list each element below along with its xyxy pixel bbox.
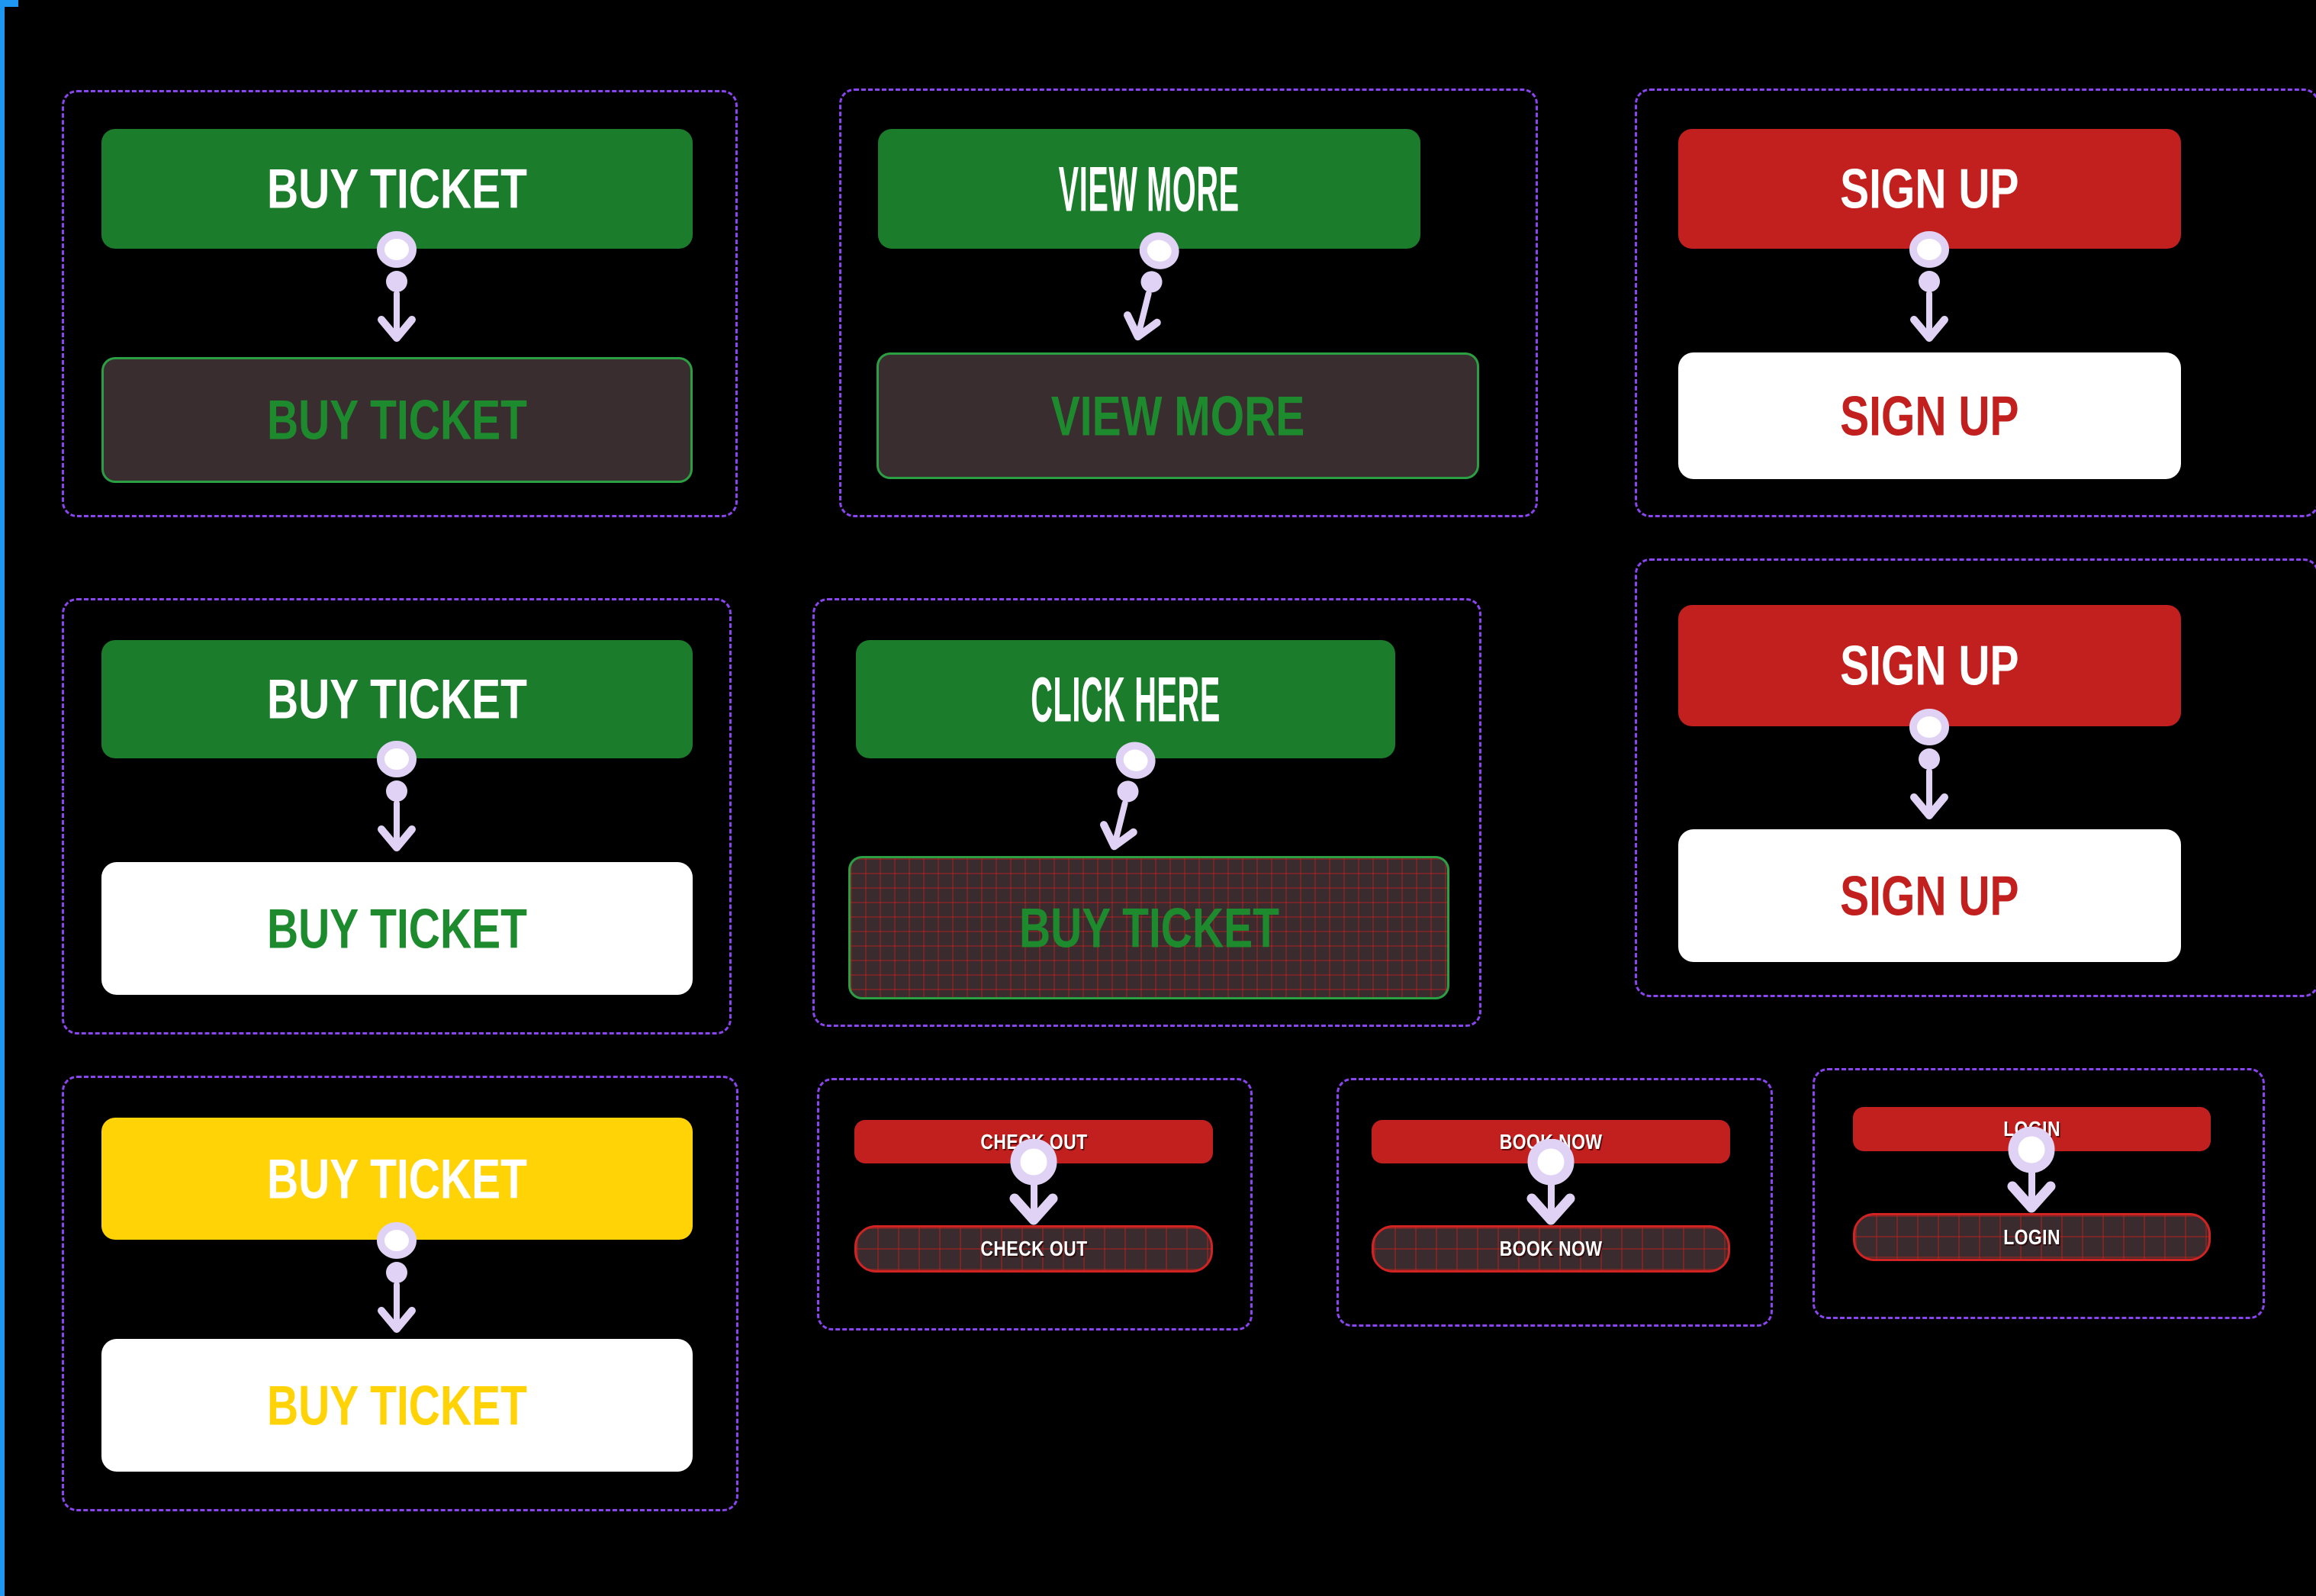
state-pair-click-here: CLICK HERE BUY TICKET [812,598,1481,1027]
login-button[interactable]: LOGIN [1853,1107,2211,1151]
button-label: SIGN UP [1840,385,2019,447]
button-label: BUY TICKET [267,897,527,960]
sign-up-button[interactable]: SIGN UP [1678,605,2181,726]
check-out-button[interactable]: CHECK OUT [854,1120,1213,1163]
buy-ticket-button[interactable]: BUY TICKET [101,640,693,758]
state-pair-buy-ticket-white: BUY TICKET BUY TICKET [62,598,732,1035]
state-pair-buy-ticket-dark: BUY TICKET BUY TICKET [62,90,738,517]
state-pair-book-now: BOOK NOW BOOK NOW [1337,1078,1773,1327]
click-here-button[interactable]: CLICK HERE [856,640,1395,758]
buy-ticket-button[interactable]: BUY TICKET [101,1118,693,1240]
state-pair-buy-ticket-yellow: BUY TICKET BUY TICKET [62,1076,738,1511]
sign-up-button[interactable]: SIGN UP [1678,129,2181,249]
view-more-button-hover-state[interactable]: VIEW MORE [877,352,1479,479]
button-label: CLICK HERE [1031,663,1221,735]
button-label: CHECK OUT [979,1129,1088,1154]
button-label: VIEW MORE [1058,153,1240,225]
button-label: BUY TICKET [267,388,527,452]
button-label: BOOK NOW [1499,1237,1603,1260]
sign-up-button-hover-state[interactable]: SIGN UP [1678,829,2181,962]
button-label: LOGIN [2003,1224,2060,1249]
state-pair-sign-up-top: SIGN UP SIGN UP [1635,88,2316,517]
state-pair-login: LOGIN LOGIN [1813,1068,2265,1319]
book-now-button-hover-state[interactable]: BOOK NOW [1372,1225,1730,1273]
view-more-button[interactable]: VIEW MORE [878,129,1420,249]
buy-ticket-button-hover-state[interactable]: BUY TICKET [848,856,1449,999]
button-label: SIGN UP [1840,864,2019,927]
state-pair-check-out: CHECK OUT CHECK OUT [817,1078,1253,1331]
button-label: BUY TICKET [267,668,527,731]
buy-ticket-button-hover-state[interactable]: BUY TICKET [101,862,693,995]
buy-ticket-button-hover-state[interactable]: BUY TICKET [101,1339,693,1472]
buy-ticket-button[interactable]: BUY TICKET [101,129,693,249]
button-label: BUY TICKET [267,157,527,220]
state-pair-view-more: VIEW MORE VIEW MORE [839,88,1538,517]
button-label: BUY TICKET [267,1374,527,1437]
book-now-button[interactable]: BOOK NOW [1372,1120,1730,1163]
window-edge-line [0,0,5,1596]
login-button-hover-state[interactable]: LOGIN [1853,1213,2211,1261]
window-edge-notch [0,0,18,7]
state-pair-sign-up-bottom: SIGN UP SIGN UP [1635,558,2316,997]
button-label: BUY TICKET [267,1147,527,1210]
button-label: BOOK NOW [1499,1129,1603,1154]
button-label: SIGN UP [1840,157,2019,220]
sign-up-button-hover-state[interactable]: SIGN UP [1678,352,2181,479]
check-out-button-hover-state[interactable]: CHECK OUT [854,1225,1213,1273]
button-label: CHECK OUT [979,1237,1088,1260]
button-label: LOGIN [2003,1117,2060,1141]
button-label: VIEW MORE [1050,385,1305,447]
button-label: BUY TICKET [1018,896,1279,959]
buy-ticket-button-hover-state[interactable]: BUY TICKET [101,357,693,483]
button-label: SIGN UP [1840,634,2019,697]
